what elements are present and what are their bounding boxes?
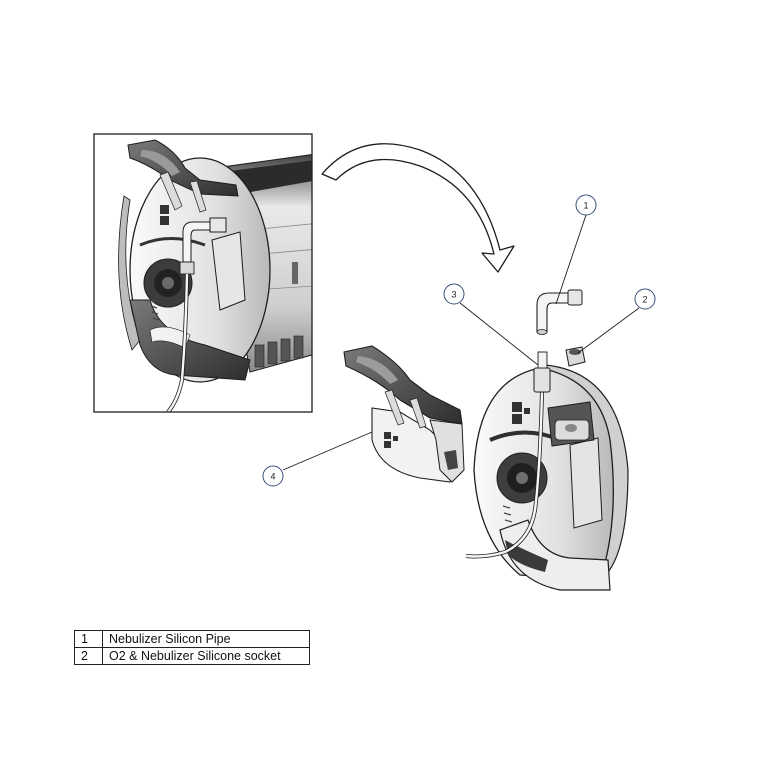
assembly-arrow xyxy=(321,143,515,273)
inset-detail-view xyxy=(93,133,313,413)
callout-2: 2 xyxy=(634,288,656,310)
legend-row-number: 1 xyxy=(74,630,103,648)
nebulizer-connector xyxy=(533,367,551,393)
inset-nebulizer-pipe xyxy=(166,217,227,412)
callout-4-number: 4 xyxy=(270,472,275,482)
legend-row-label: O2 & Nebulizer Silicone socket xyxy=(102,647,310,665)
callout-3-number: 3 xyxy=(451,290,456,300)
inset-handle xyxy=(127,139,239,213)
callout-1: 1 xyxy=(575,194,597,216)
detached-handle xyxy=(343,345,465,483)
callout-1-number: 1 xyxy=(583,201,588,211)
main-device xyxy=(465,289,629,591)
inset-frame xyxy=(93,133,313,413)
callout-4-leader xyxy=(282,431,373,471)
legend-row-label: Nebulizer Silicon Pipe xyxy=(102,630,310,648)
legend-row: 1 Nebulizer Silicon Pipe xyxy=(74,630,310,648)
inset-side-cover xyxy=(118,157,271,383)
legend-row-number: 2 xyxy=(74,647,103,665)
callout-2-number: 2 xyxy=(642,295,647,305)
callout-3: 3 xyxy=(443,283,465,305)
legend-row: 2 O2 & Nebulizer Silicone socket xyxy=(74,647,310,665)
nebulizer-tube xyxy=(465,351,551,559)
callout-1-leader xyxy=(555,214,587,305)
side-cover xyxy=(473,364,629,591)
callout-4: 4 xyxy=(262,465,284,487)
nebulizer-silicon-pipe xyxy=(536,289,583,335)
callout-2-leader xyxy=(577,307,640,354)
parts-legend-table: 1 Nebulizer Silicon Pipe 2 O2 & Nebulize… xyxy=(74,630,310,665)
callout-3-leader xyxy=(459,302,539,366)
